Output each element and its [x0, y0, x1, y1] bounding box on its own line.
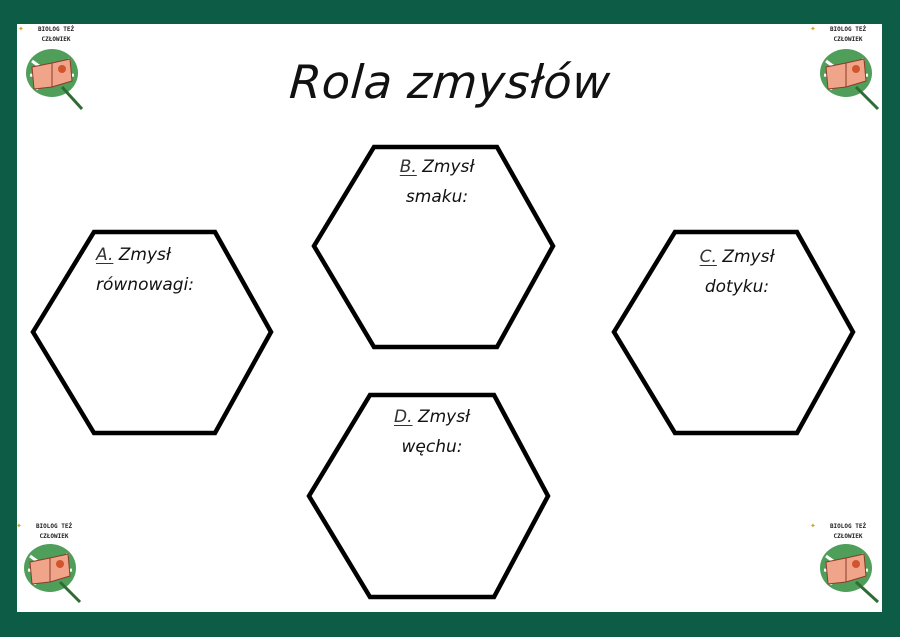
hexagon-d — [306, 392, 551, 600]
hexagon-a-label: A. Zmysł równowagi: — [96, 241, 194, 299]
sparkle-icon: ✦ — [16, 522, 22, 530]
hexagon-a — [30, 229, 274, 436]
logo-text: BIOLOG TEŻ CZŁOWIEK — [829, 26, 867, 43]
hexagon-c-line1: Zmysł — [722, 247, 775, 267]
logo-top-right: ✦ BIOLOG TEŻ CZŁOWIEK — [810, 25, 882, 113]
hexagon-a-line1: Zmysł — [118, 245, 171, 265]
hexagon-a-letter: A. — [96, 245, 114, 265]
hexagon-b-line1: Zmysł — [422, 157, 475, 177]
hexagon-d-label: D. Zmysł węchu: — [383, 403, 481, 461]
logo-text: BIOLOG TEŻ CZŁOWIEK — [829, 523, 867, 540]
logo-bottom-right: ✦ BIOLOG TEŻ CZŁOWIEK — [810, 522, 882, 610]
logo-text: BIOLOG TEŻ CZŁOWIEK — [35, 523, 73, 540]
hexagon-b — [311, 144, 556, 350]
hexagon-a-line2: równowagi: — [96, 275, 195, 295]
logo-text: BIOLOG TEŻ CZŁOWIEK — [37, 26, 75, 43]
hexagon-d-letter: D. — [394, 407, 413, 427]
monstera-leaf-book-icon — [820, 49, 880, 111]
hexagon-b-letter: B. — [399, 157, 417, 177]
hexagon-b-label: B. Zmysł smaku: — [388, 153, 486, 211]
monstera-leaf-book-icon — [820, 544, 880, 604]
hexagon-c-line2: dotyku: — [704, 277, 770, 297]
sparkle-icon: ✦ — [810, 25, 816, 33]
hexagon-c-label: C. Zmysł dotyku: — [688, 243, 786, 301]
monstera-leaf-book-icon — [26, 49, 84, 111]
hexagon-d-line2: węchu: — [401, 437, 463, 457]
sparkle-icon: ✦ — [810, 522, 816, 530]
logo-top-left: ✦ BIOLOG TEŻ CZŁOWIEK — [18, 25, 90, 113]
hexagon-b-line2: smaku: — [405, 187, 469, 207]
monstera-leaf-book-icon — [24, 544, 82, 604]
logo-bottom-left: ✦ BIOLOG TEŻ CZŁOWIEK — [16, 522, 88, 610]
hexagon-d-line1: Zmysł — [417, 407, 470, 427]
sparkle-icon: ✦ — [18, 25, 24, 33]
hexagon-c — [611, 229, 856, 436]
hexagon-c-letter: C. — [699, 247, 717, 267]
